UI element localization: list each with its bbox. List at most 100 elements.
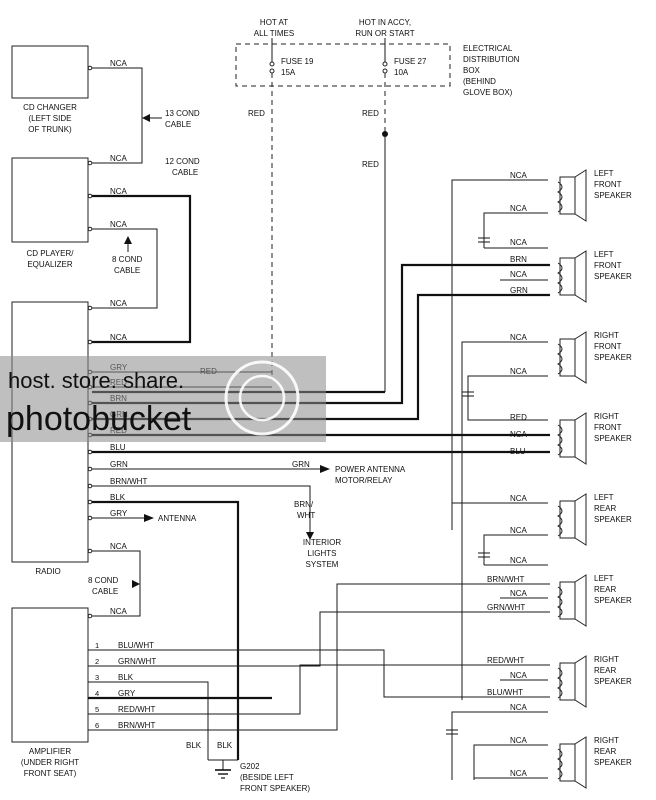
- svg-text:BLK: BLK: [118, 673, 134, 682]
- svg-text:NCA: NCA: [110, 333, 128, 342]
- lf-nca-top: [451, 179, 548, 530]
- svg-text:OF TRUNK): OF TRUNK): [28, 125, 72, 134]
- fuse19-amp: 15A: [281, 68, 296, 77]
- svg-text:SPEAKER: SPEAKER: [594, 596, 632, 605]
- svg-text:4: 4: [95, 689, 99, 698]
- speaker-label-left-rear-2: LEFT REAR SPEAKER: [594, 574, 632, 605]
- svg-text:EQUALIZER: EQUALIZER: [27, 260, 73, 269]
- svg-text:RIGHT: RIGHT: [594, 655, 619, 664]
- amp-blu-wht-wire: [88, 649, 550, 698]
- svg-text:BLU/WHT: BLU/WHT: [487, 688, 523, 697]
- cable8b-label: 8 COND: [88, 576, 118, 585]
- cable-8-cond-b: [92, 550, 141, 617]
- svg-text:DISTRIBUTION: DISTRIBUTION: [463, 55, 520, 64]
- speaker-right-front-1: [557, 331, 587, 384]
- svg-text:INTERIOR: INTERIOR: [303, 538, 341, 547]
- svg-text:GRN: GRN: [510, 286, 528, 295]
- radio-label: RADIO: [35, 567, 60, 576]
- watermark-tagline: host. store. share.: [8, 368, 184, 393]
- svg-text:NCA: NCA: [510, 270, 528, 279]
- fuse19-symbol: [269, 61, 275, 67]
- svg-text:NCA: NCA: [510, 204, 528, 213]
- svg-text:RIGHT: RIGHT: [594, 331, 619, 340]
- fuse27-label: FUSE 27: [394, 57, 427, 66]
- svg-text:CD PLAYER/: CD PLAYER/: [27, 249, 75, 258]
- svg-text:RIGHT: RIGHT: [594, 736, 619, 745]
- svg-text:(BESIDE LEFT: (BESIDE LEFT: [240, 773, 294, 782]
- distribution-box-label: ELECTRICAL DISTRIBUTION BOX (BEHIND GLOV…: [463, 44, 520, 97]
- speaker-label-right-front-1: RIGHT FRONT SPEAKER: [594, 331, 632, 362]
- svg-text:NCA: NCA: [110, 542, 128, 551]
- svg-text:NCA: NCA: [110, 187, 128, 196]
- svg-text:GLOVE BOX): GLOVE BOX): [463, 88, 513, 97]
- svg-text:(UNDER RIGHT: (UNDER RIGHT: [21, 758, 79, 767]
- svg-text:3: 3: [95, 673, 99, 682]
- amplifier-box: [11, 607, 89, 743]
- svg-text:RED/WHT: RED/WHT: [487, 656, 524, 665]
- svg-text:NCA: NCA: [510, 671, 528, 680]
- cd-changer-label: CD CHANGER (LEFT SIDE OF TRUNK): [23, 103, 77, 134]
- svg-text:AMPLIFIER: AMPLIFIER: [29, 747, 71, 756]
- svg-text:NCA: NCA: [110, 299, 128, 308]
- amplifier-label: AMPLIFIER (UNDER RIGHT FRONT SEAT): [21, 747, 79, 778]
- svg-text:NCA: NCA: [510, 526, 528, 535]
- svg-text:GRY: GRY: [110, 509, 128, 518]
- svg-text:5: 5: [95, 705, 99, 714]
- svg-text:NCA: NCA: [510, 367, 528, 376]
- svg-text:G202: G202: [240, 762, 260, 771]
- svg-text:CABLE: CABLE: [114, 266, 140, 275]
- amp-brn-wht-wire: [88, 583, 550, 731]
- svg-text:NCA: NCA: [510, 333, 528, 342]
- svg-text:1: 1: [95, 641, 99, 650]
- svg-text:FRONT: FRONT: [594, 423, 622, 432]
- svg-text:CABLE: CABLE: [92, 587, 118, 596]
- speaker-right-front-2: [557, 412, 587, 465]
- speaker-label-left-front-2: LEFT FRONT SPEAKER: [594, 250, 632, 281]
- interior-lights-label: INTERIOR LIGHTS SYSTEM: [303, 538, 341, 569]
- photobucket-watermark: host. store. share. photobucket: [0, 356, 326, 442]
- svg-text:(BEHIND: (BEHIND: [463, 77, 496, 86]
- cable-12-cond: [92, 194, 192, 344]
- feed-red-3: RED: [362, 160, 379, 169]
- svg-text:WHT: WHT: [297, 511, 315, 520]
- svg-text:REAR: REAR: [594, 747, 616, 756]
- speaker-left-rear-1: [557, 493, 587, 546]
- rf-nca-top: [461, 341, 548, 700]
- svg-text:NCA: NCA: [510, 430, 528, 439]
- antenna-label: ANTENNA: [158, 514, 197, 523]
- svg-text:NCA: NCA: [510, 171, 528, 180]
- watermark-brand: photobucket: [6, 400, 192, 438]
- speaker-left-front-2: [557, 250, 587, 303]
- amp-blk-ground: [88, 681, 209, 760]
- svg-text:RED/WHT: RED/WHT: [118, 705, 155, 714]
- svg-text:SPEAKER: SPEAKER: [594, 353, 632, 362]
- feed-red-1: RED: [248, 109, 265, 118]
- cable-8-cond-a: [92, 228, 158, 309]
- cd-player-box: [11, 157, 89, 243]
- svg-text:NCA: NCA: [510, 238, 528, 247]
- amp-grn-wht-wire: [88, 611, 550, 667]
- svg-text:SPEAKER: SPEAKER: [594, 434, 632, 443]
- amp-pin-numbers: 1 2 3 4 5 6: [95, 641, 99, 730]
- cable8a-label: 8 COND: [112, 255, 142, 264]
- svg-text:BLU/WHT: BLU/WHT: [118, 641, 154, 650]
- svg-text:NCA: NCA: [510, 556, 528, 565]
- svg-text:BLK: BLK: [110, 493, 126, 502]
- svg-text:LIGHTS: LIGHTS: [308, 549, 337, 558]
- svg-text:BLK: BLK: [217, 741, 233, 750]
- cable12-label: 12 COND: [165, 157, 200, 166]
- svg-text:RIGHT: RIGHT: [594, 412, 619, 421]
- svg-text:REAR: REAR: [594, 585, 616, 594]
- power-antenna-label: POWER ANTENNA: [335, 465, 406, 474]
- svg-text:NCA: NCA: [110, 607, 128, 616]
- svg-text:FRONT SPEAKER): FRONT SPEAKER): [240, 784, 310, 793]
- svg-text:(LEFT SIDE: (LEFT SIDE: [29, 114, 72, 123]
- svg-text:MOTOR/RELAY: MOTOR/RELAY: [335, 476, 393, 485]
- svg-text:FRONT: FRONT: [594, 180, 622, 189]
- fuse27-amp: 10A: [394, 68, 409, 77]
- svg-text:6: 6: [95, 721, 99, 730]
- svg-text:NCA: NCA: [510, 769, 528, 778]
- svg-text:BRN/WHT: BRN/WHT: [487, 575, 524, 584]
- speaker-right-rear-1: [557, 655, 587, 708]
